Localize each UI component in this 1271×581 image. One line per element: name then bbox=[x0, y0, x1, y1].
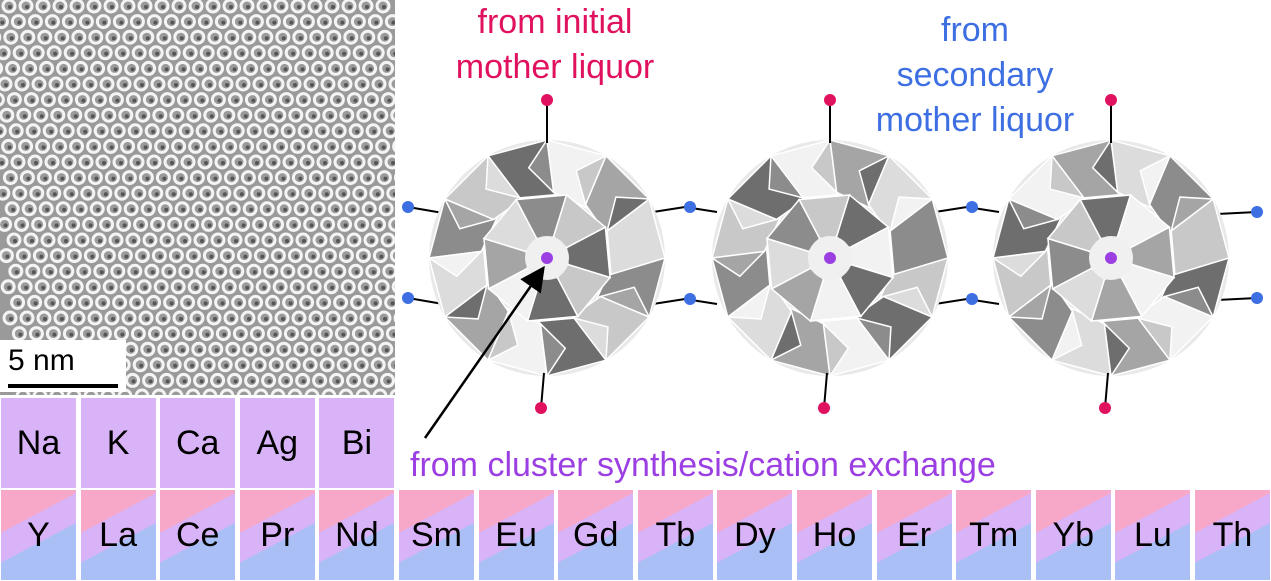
secondary-liquor-atom bbox=[402, 201, 414, 213]
initial-liquor-atom bbox=[1105, 94, 1117, 106]
element-tile-sm: Sm bbox=[398, 489, 475, 581]
element-tile-yb: Yb bbox=[1035, 489, 1112, 581]
secondary-liquor-atom bbox=[966, 201, 978, 213]
secondary-liquor-atom bbox=[684, 293, 696, 305]
secondary-liquor-atom bbox=[1251, 206, 1263, 218]
secondary-liquor-atom bbox=[402, 292, 414, 304]
element-tile-dy: Dy bbox=[716, 489, 793, 581]
secondary-liquor-atom bbox=[684, 201, 696, 213]
element-tile-tm: Tm bbox=[955, 489, 1032, 581]
element-tile-eu: Eu bbox=[478, 489, 555, 581]
element-tile-na: Na bbox=[0, 397, 77, 489]
element-tile-la: La bbox=[80, 489, 157, 581]
secondary-liquor-atom bbox=[966, 293, 978, 305]
central-cation-atom bbox=[1105, 252, 1117, 264]
element-tile-ce: Ce bbox=[159, 489, 236, 581]
initial-liquor-atom bbox=[824, 94, 836, 106]
element-tile-ho: Ho bbox=[796, 489, 873, 581]
central-cation-atom bbox=[541, 252, 553, 264]
element-tile-pr: Pr bbox=[239, 489, 316, 581]
element-tile-gd: Gd bbox=[557, 489, 634, 581]
element-tile-ca: Ca bbox=[159, 397, 236, 489]
element-tile-er: Er bbox=[876, 489, 953, 581]
initial-liquor-atom bbox=[541, 94, 553, 106]
secondary-liquor-atom bbox=[1251, 292, 1263, 304]
initial-liquor-atom bbox=[535, 402, 547, 414]
scale-bar-line bbox=[8, 384, 118, 388]
element-tile-k: K bbox=[80, 397, 157, 489]
initial-liquor-atom bbox=[1099, 402, 1111, 414]
label-cluster-synthesis: from cluster synthesis/cation exchange bbox=[410, 443, 996, 488]
element-tile-bi: Bi bbox=[318, 397, 395, 489]
scale-bar-label: 5 nm bbox=[8, 344, 75, 378]
element-tile-lu: Lu bbox=[1114, 489, 1191, 581]
tem-image bbox=[0, 0, 395, 395]
element-tile-nd: Nd bbox=[318, 489, 395, 581]
label-secondary-mother-liquor: from secondary mother liquor bbox=[860, 8, 1090, 143]
element-tile-th: Th bbox=[1194, 489, 1271, 581]
scale-bar: 5 nm bbox=[0, 340, 126, 392]
label-initial-mother-liquor: from initial mother liquor bbox=[420, 0, 690, 90]
element-tile-y: Y bbox=[0, 489, 77, 581]
polyoxometalate-cluster bbox=[429, 94, 665, 414]
initial-liquor-atom bbox=[818, 402, 830, 414]
central-cation-atom bbox=[824, 252, 836, 264]
element-tile-ag: Ag bbox=[239, 397, 316, 489]
element-tile-tb: Tb bbox=[637, 489, 714, 581]
